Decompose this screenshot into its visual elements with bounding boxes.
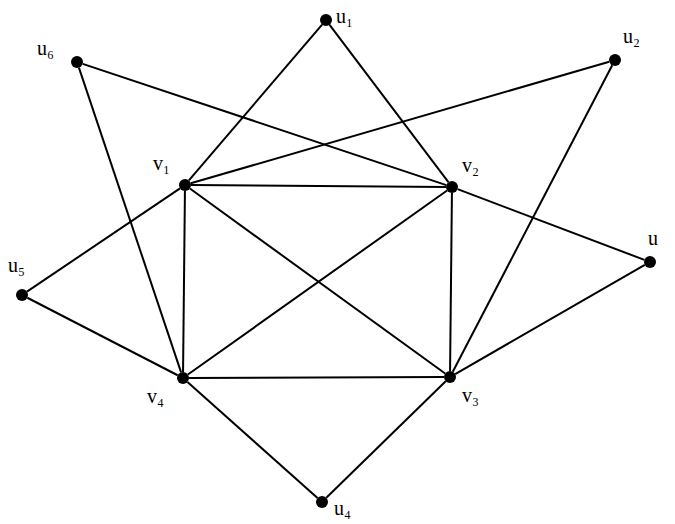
graph-vertex: v₁ [179, 179, 191, 191]
graph-edge [27, 298, 177, 376]
vertex-label: u₄ [334, 498, 351, 518]
graph-edge [455, 265, 645, 374]
graph-vertex: u₄ [316, 496, 328, 508]
vertex-label: v₄ [147, 386, 164, 406]
graph-vertex: v₂ [446, 181, 458, 193]
graph-edge [188, 190, 447, 374]
graph-edge [189, 25, 322, 181]
graph-vertex: u₅ [16, 289, 28, 301]
graph-edge [191, 185, 446, 187]
graph-vertex: u₆ [71, 56, 83, 68]
graph-edge [326, 381, 445, 498]
vertex-label: u₁ [336, 6, 353, 26]
vertex-label: v₃ [462, 385, 479, 405]
graph-vertex: v₃ [444, 371, 456, 383]
graph-edge [183, 191, 185, 372]
graph-edge [27, 188, 180, 291]
vertex-label: u₂ [623, 26, 640, 46]
vertex-label: u₅ [8, 255, 25, 275]
vertex-label: v₁ [153, 153, 170, 173]
graph-vertex: v₄ [177, 372, 189, 384]
graph-edge [458, 189, 645, 260]
graph-edge [450, 193, 452, 371]
graph-edge [187, 382, 317, 498]
graph-edge [189, 376, 444, 379]
graph-edge [330, 25, 449, 182]
graph-edge [191, 62, 609, 184]
vertex-label: u₆ [37, 38, 54, 58]
vertex-label: v₂ [462, 155, 479, 175]
graph-vertex: u₁ [320, 14, 332, 26]
graph-vertex: u [644, 256, 656, 268]
graph-edge [79, 68, 181, 373]
graph-vertex: u₂ [609, 54, 621, 66]
vertex-label: u [648, 228, 658, 248]
